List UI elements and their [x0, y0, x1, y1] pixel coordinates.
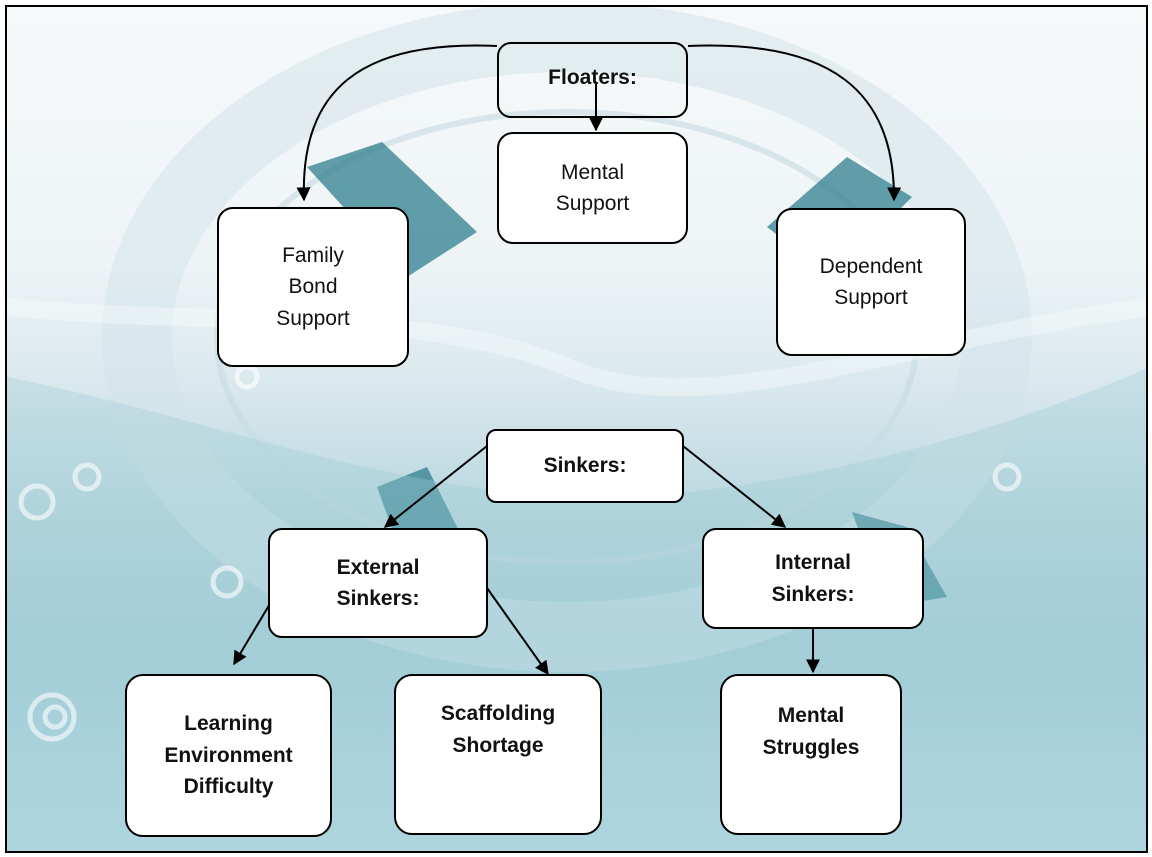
dependent-support-label: Dependent Support	[819, 254, 923, 310]
family-bond-support-label: Family Bond Support	[276, 243, 350, 330]
bubble	[210, 565, 244, 599]
mental-support-label: Mental Support	[555, 160, 630, 216]
bubble	[992, 462, 1022, 492]
bubble	[27, 692, 77, 742]
lifebuoy-ring	[102, 7, 1032, 672]
learning-environment-difficulty-label: Learning Environment Difficulty	[164, 712, 293, 799]
floaters-label: Floaters:	[548, 66, 637, 89]
floaters-node: Floaters:	[497, 42, 688, 118]
mental-struggles-label: Mental Struggles	[762, 704, 860, 759]
sinkers-label: Sinkers:	[543, 454, 627, 478]
bubble	[42, 704, 68, 730]
dependent-support-node: Dependent Support	[776, 208, 966, 356]
bubble	[18, 483, 56, 521]
scaffolding-shortage-label: Scaffolding Shortage	[440, 702, 556, 757]
external-sinkers-node: External Sinkers:	[268, 528, 488, 638]
learning-environment-difficulty-node: Learning Environment Difficulty	[125, 674, 332, 837]
bubble	[72, 462, 102, 492]
bubble	[234, 364, 260, 390]
external-sinkers-label: External Sinkers:	[336, 555, 420, 611]
mental-support-node: Mental Support	[497, 132, 688, 244]
bubbles	[18, 364, 1022, 742]
sinkers-node: Sinkers:	[486, 429, 684, 503]
family-bond-support-node: Family Bond Support	[217, 207, 409, 367]
mental-struggles-node: Mental Struggles	[720, 674, 902, 835]
scaffolding-shortage-node: Scaffolding Shortage	[394, 674, 602, 835]
internal-sinkers-label: Internal Sinkers:	[771, 551, 855, 606]
internal-sinkers-node: Internal Sinkers:	[702, 528, 924, 629]
